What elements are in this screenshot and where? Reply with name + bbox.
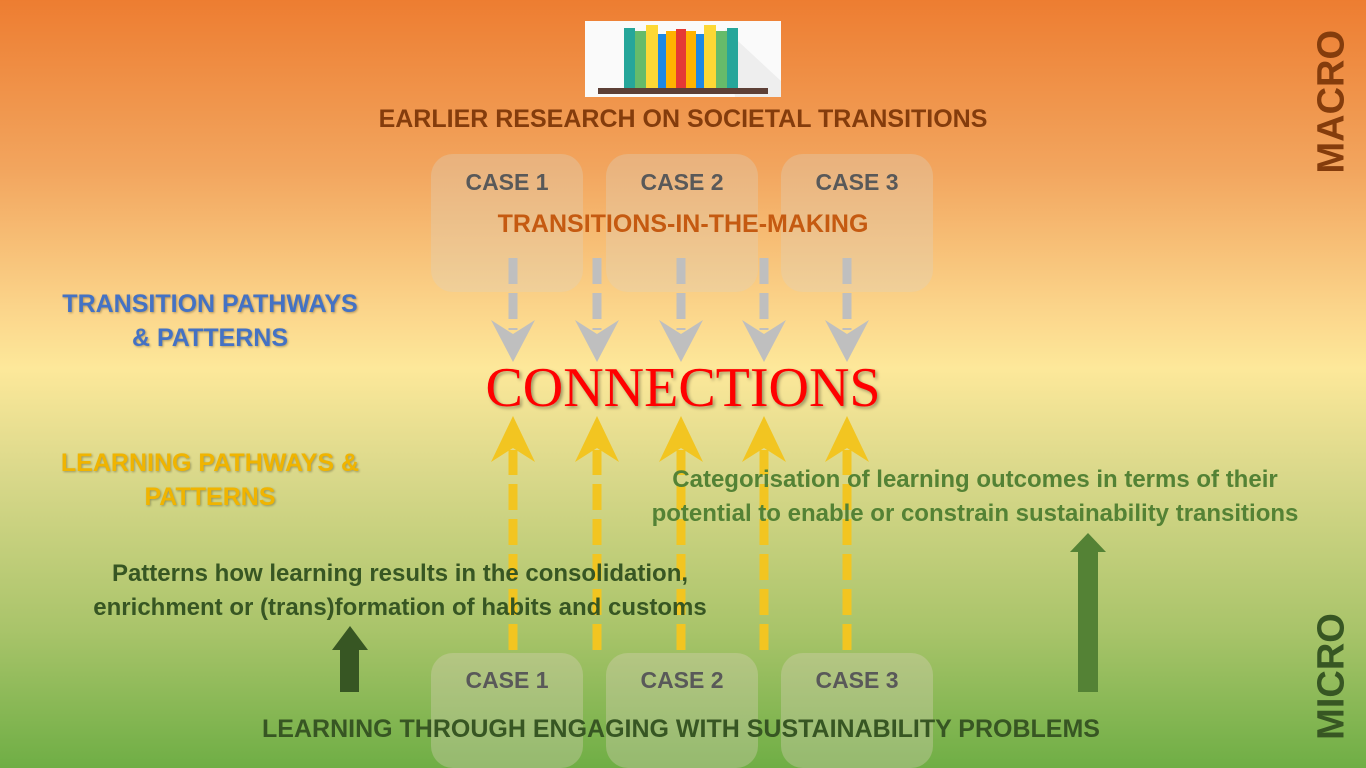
bottom-case-box-1: [431, 653, 583, 768]
learning-pathways-label: LEARNING PATHWAYS & PATTERNS: [0, 446, 420, 514]
bottom-case-2: CASE 2: [640, 667, 724, 693]
categorisation-text: Categorisation of learning outcomes in t…: [580, 463, 1366, 531]
bookshelf-icon: [598, 25, 781, 97]
transition-line-1: TRANSITION PATHWAYS: [62, 290, 358, 318]
transitions-subtitle: TRANSITIONS-IN-THE-MAKING: [497, 210, 869, 238]
transition-pathways-label: TRANSITION PATHWAYS & PATTERNS: [0, 287, 420, 355]
footer-title: LEARNING THROUGH ENGAGING WITH SUSTAINAB…: [262, 715, 1100, 743]
bottom-case-box-2: [606, 653, 758, 768]
categorisation-line-1: Categorisation of learning outcomes in t…: [672, 466, 1278, 493]
bottom-case-1: CASE 1: [465, 667, 549, 693]
green-up-arrow: [1070, 533, 1106, 692]
categorisation-line-2: potential to enable or constrain sustain…: [651, 500, 1299, 527]
patterns-text: Patterns how learning results in the con…: [20, 557, 780, 625]
learning-line-1: LEARNING PATHWAYS &: [60, 449, 360, 477]
learning-line-2: PATTERNS: [144, 483, 276, 511]
transition-line-2: & PATTERNS: [131, 324, 289, 352]
connections-title: CONNECTIONS: [485, 357, 881, 419]
top-case-3: CASE 3: [815, 169, 899, 195]
bottom-case-3: CASE 3: [815, 667, 899, 693]
up-arrowheads: [491, 416, 869, 462]
down-arrowheads: [491, 320, 869, 362]
header-title: EARLIER RESEARCH ON SOCIETAL TRANSITIONS: [378, 105, 988, 133]
top-case-2: CASE 2: [640, 169, 724, 195]
macro-label: MACRO: [1310, 29, 1353, 174]
micro-label: MICRO: [1310, 613, 1353, 740]
patterns-line-1: Patterns how learning results in the con…: [111, 560, 689, 587]
down-arrows: [508, 258, 852, 330]
bookshelf-image: [585, 21, 781, 97]
dark-green-up-arrow: [332, 626, 368, 692]
top-case-1: CASE 1: [465, 169, 549, 195]
patterns-line-2: enrichment or (trans)formation of habits…: [93, 594, 707, 621]
bottom-case-box-3: [781, 653, 933, 768]
top-case-box-1: [431, 154, 583, 292]
top-case-box-3: [781, 154, 933, 292]
